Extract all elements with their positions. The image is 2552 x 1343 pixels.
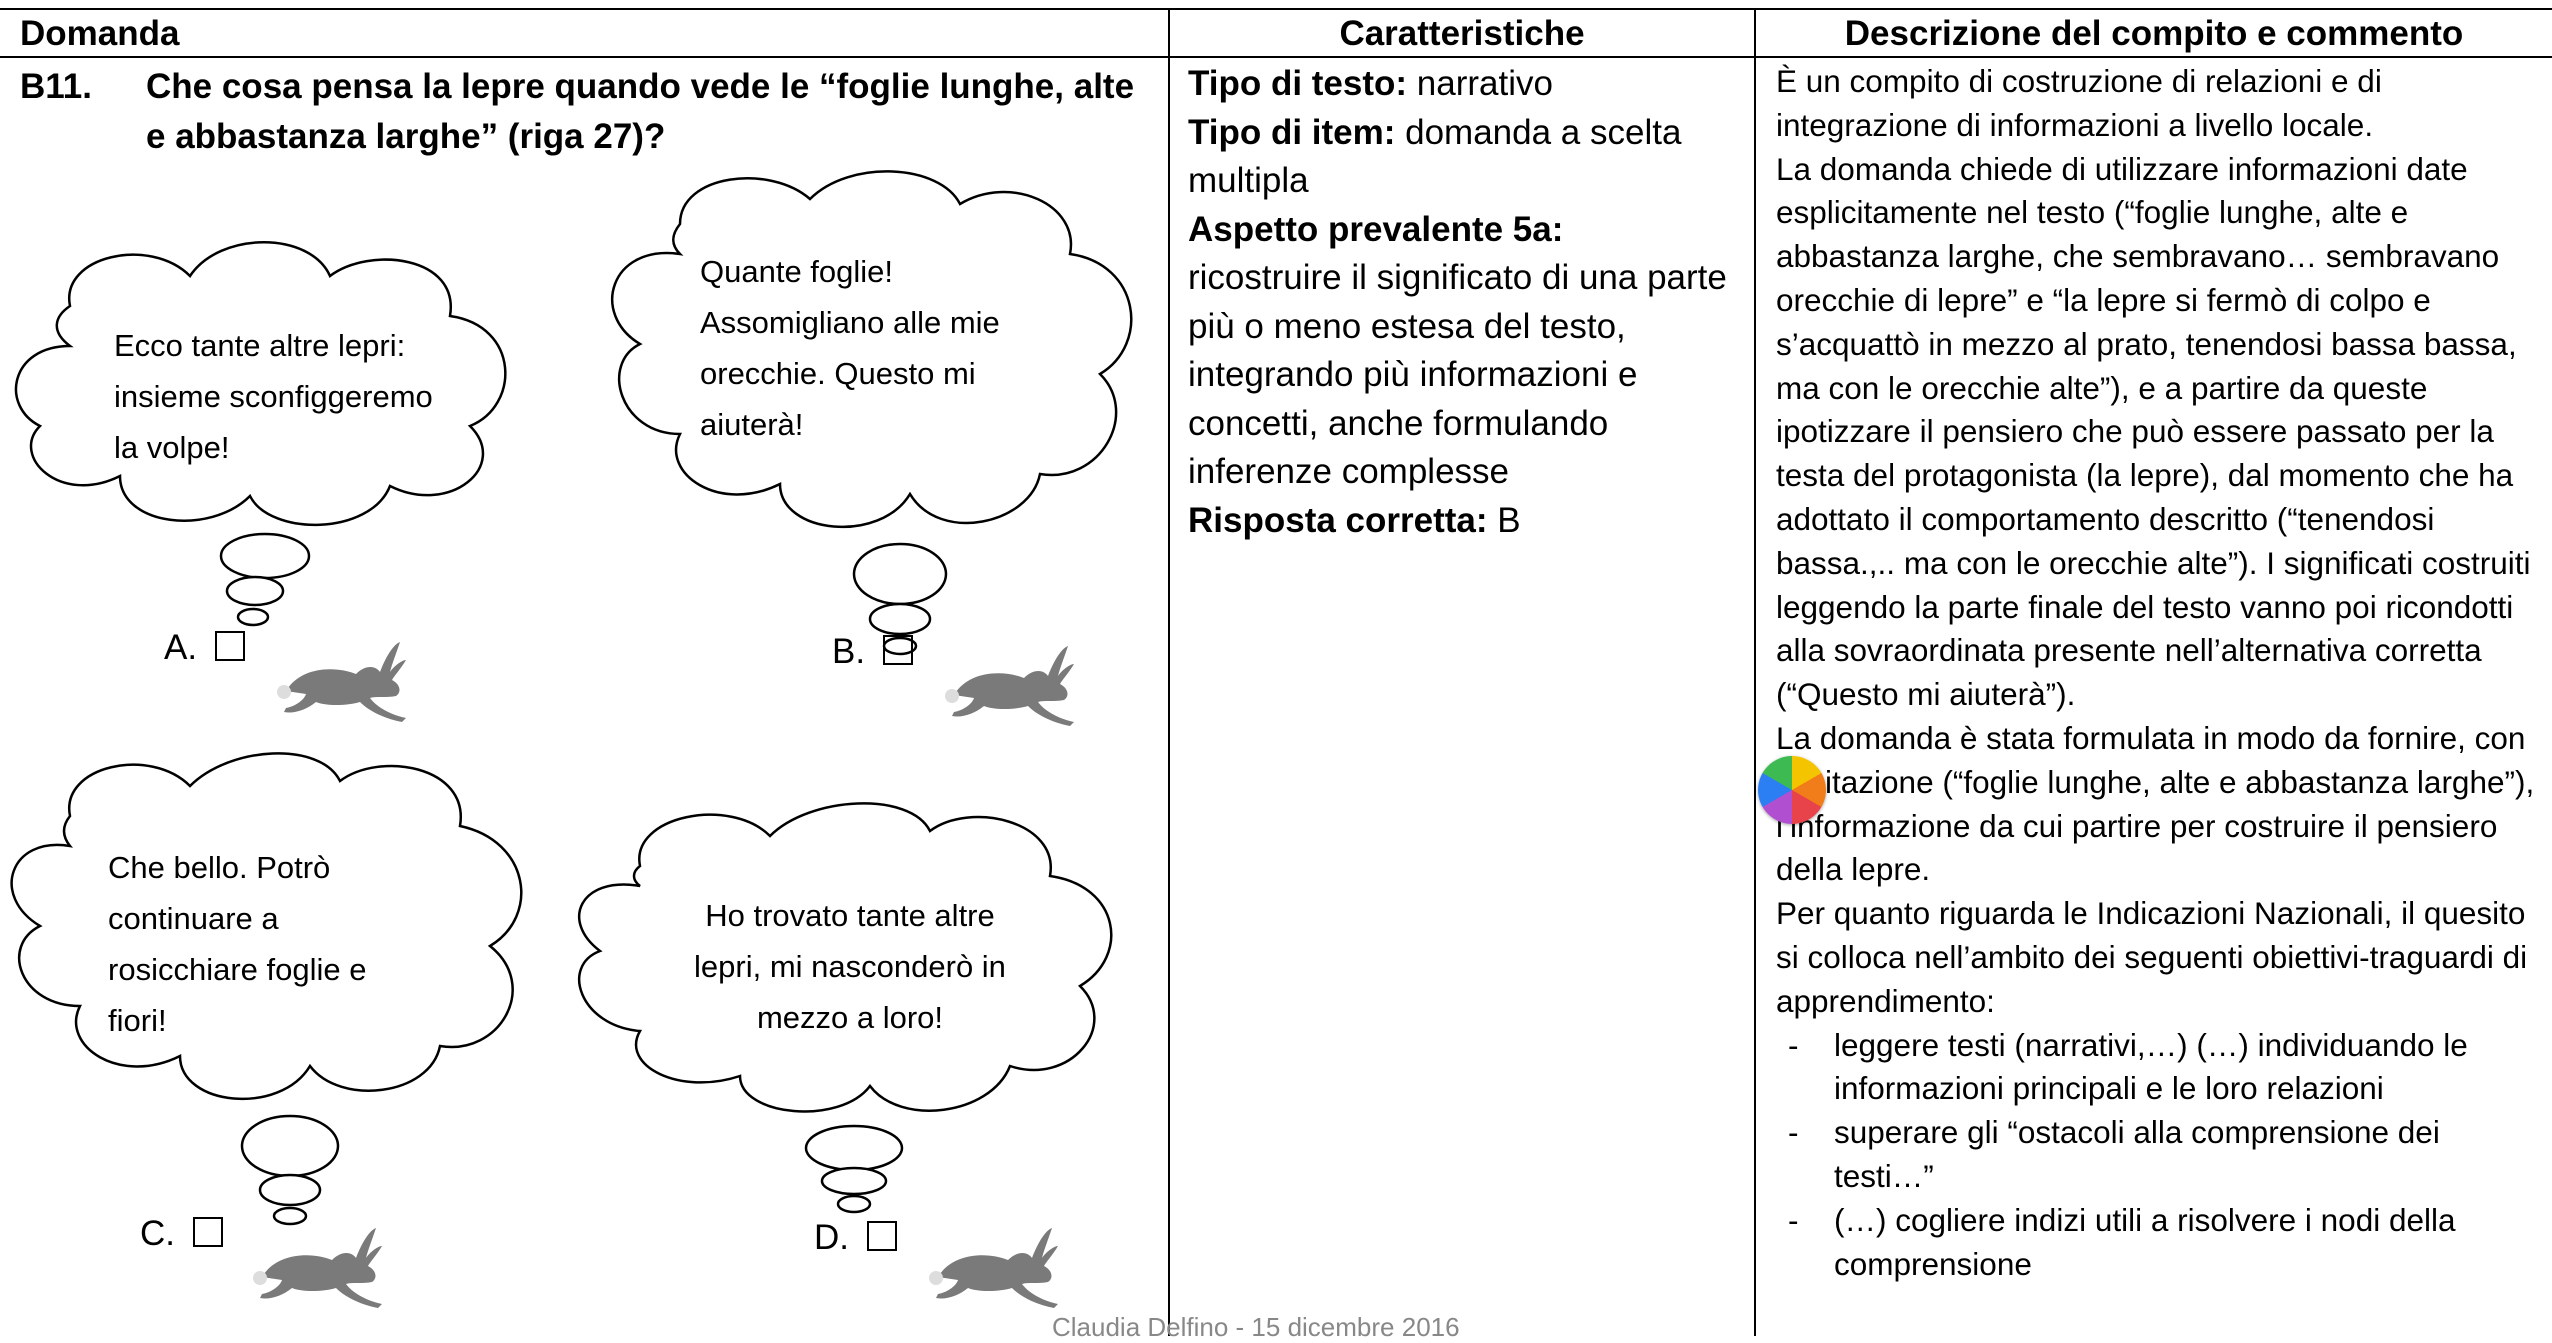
tipo-testo: Tipo di testo: narrativo	[1188, 64, 1553, 103]
characteristics-cell: Tipo di testo: narrativo Tipo di item: d…	[1188, 60, 1728, 545]
tipo-item: Tipo di item: domanda a scelta multipla	[1188, 112, 1682, 201]
list-item: leggere testi (narrativi,…) (…) individu…	[1776, 1024, 2546, 1112]
thought-bubble-icon	[14, 241, 507, 627]
aspetto-descrizione: ricostruire il significato di una parte …	[1188, 258, 1727, 491]
objectives-list: leggere testi (narrativi,…) (…) individu…	[1776, 1024, 2546, 1287]
slide-footer: Claudia Delfino - 15 dicembre 2016	[1052, 1312, 1460, 1342]
risposta-corretta: Risposta corretta: B	[1188, 500, 1521, 540]
option-a[interactable]: A.	[164, 626, 246, 670]
list-item: (…) cogliere indizi utili a risolvere i …	[1776, 1199, 2546, 1287]
option-b-letter: B.	[832, 632, 866, 671]
thought-bubble-icon	[578, 802, 1113, 1214]
description-paragraph-1: È un compito di costruzione di relazioni…	[1776, 63, 2382, 143]
option-c-letter: C.	[140, 1214, 175, 1253]
option-b[interactable]: B.	[832, 630, 914, 674]
list-item: superare gli “ostacoli alla comprensione…	[1776, 1111, 2546, 1199]
option-b-checkbox[interactable]	[883, 635, 914, 665]
thought-text-d: Ho trovato tante altre lepri, mi nascond…	[694, 898, 1006, 1035]
question-number: B11.	[20, 67, 92, 106]
thought-cloud-c: Che bello. Potrò continuare a rosicchiar…	[0, 746, 560, 1246]
description-paragraph-2: La domanda chiede di utilizzare informaz…	[1776, 150, 2531, 713]
thought-cloud-b: Quante foglie! Assomigliano alle mie ore…	[600, 164, 1160, 664]
header-descrizione: Descrizione del compito e commento	[1844, 14, 2464, 53]
thought-bubble-icon	[10, 752, 523, 1226]
aspetto-prevalente: Aspetto prevalente 5a:	[1188, 209, 1564, 249]
busy-cursor-icon	[1758, 756, 1826, 824]
header-caratteristiche: Caratteristiche	[1339, 14, 1585, 53]
thought-text-c: Che bello. Potrò continuare a rosicchiar…	[108, 850, 367, 1038]
description-paragraph-4: Per quanto riguarda le Indicazioni Nazio…	[1776, 895, 2528, 1019]
option-d-checkbox[interactable]	[867, 1221, 897, 1251]
option-d[interactable]: D.	[814, 1216, 897, 1260]
description-paragraph-3: La domanda è stata formulata in modo da …	[1776, 719, 2535, 888]
hare-icon	[253, 1228, 382, 1308]
option-c[interactable]: C.	[140, 1212, 223, 1256]
description-cell: È un compito di costruzione di relazioni…	[1776, 60, 2546, 1286]
option-c-checkbox[interactable]	[193, 1217, 223, 1247]
option-a-checkbox[interactable]	[215, 631, 246, 661]
hare-icon	[929, 1228, 1058, 1308]
column-divider-2	[1754, 8, 1756, 1336]
hare-icon	[277, 642, 406, 722]
question-text: Che cosa pensa la lepre quando vede le “…	[146, 67, 1135, 156]
column-divider-1	[1168, 8, 1170, 1336]
option-d-letter: D.	[814, 1218, 849, 1257]
thought-text-a: Ecco tante altre lepri: insieme sconfigg…	[114, 328, 433, 465]
thought-text-b: Quante foglie! Assomigliano alle mie ore…	[700, 254, 1000, 442]
header-domanda: Domanda	[20, 14, 180, 53]
table-top-border	[0, 8, 2552, 10]
thought-cloud-d: Ho trovato tante altre lepri, mi nascond…	[560, 796, 1140, 1236]
thought-cloud-a: Ecco tante altre lepri: insieme sconfigg…	[10, 236, 540, 636]
hare-icon	[945, 646, 1074, 726]
thought-bubble-icon	[611, 170, 1133, 656]
question-cell: B11. Che cosa pensa la lepre quando vede…	[10, 56, 1150, 1336]
header-bottom-border	[0, 56, 2552, 58]
option-a-letter: A.	[164, 628, 198, 667]
